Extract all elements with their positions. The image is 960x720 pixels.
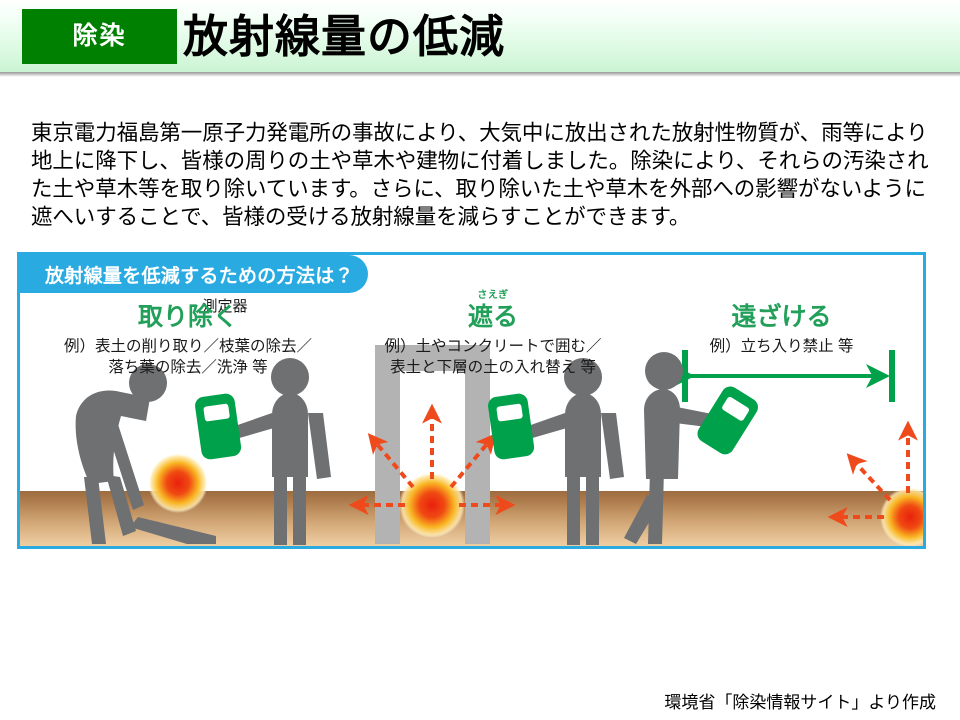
intro-line-3: た土や草木等を取り除いています。さらに、取り除いた土や草木を外部への影響がないよ… [31,177,926,201]
intro-line-4: 遮へいすることで、皆様の受ける放射線量を減らすことができます。 [31,205,691,229]
distance-dimension-arrow [671,350,895,402]
ruby-reading-shield: さえぎ [477,290,509,301]
method-example-distance-line1: 例）立ち入り禁止 等 [709,338,854,356]
method-example-shield: 例）土やコンクリートで囲む／ 表土と下層の土の入れ替え 等 [338,336,648,378]
method-example-distance: 例）立ち入り禁止 等 [640,336,923,357]
page-title: 放射線量の低減 [183,10,506,62]
method-example-shield-line1: 例）土やコンクリートで囲む／ [384,338,602,356]
method-column-distance: 遠ざける 例）立ち入り禁止 等 [640,293,923,357]
method-column-remove: 取り除く 例）表土の削り取り／枝葉の除去／ 落ち葉の除去／洗浄 等 [28,293,348,378]
method-heading-distance: 遠ざける [731,303,832,331]
panel-tab-shape [20,255,368,293]
source-credit: 環境省「除染情報サイト」より作成 [664,693,936,712]
method-column-shield: さえぎ 遮る 例）土やコンクリートで囲む／ 表土と下層の土の入れ替え 等 [338,290,648,378]
ground-band [20,491,923,546]
method-example-remove-line1: 例）表土の削り取り／枝葉の除去／ [63,338,312,356]
header-shadow-divider [0,72,960,77]
method-heading-remove: 取り除く [137,303,238,331]
method-heading-shield: さえぎ 遮る [338,290,648,331]
header-category-badge: 除染 [22,9,177,64]
intro-line-1: 東京電力福島第一原子力発電所の事故により、大気中に放出された放射性物質が、雨等に… [31,121,928,145]
panel-tab-label: 放射線量を低減するための方法は？ [45,265,354,287]
intro-paragraph: 東京電力福島第一原子力発電所の事故により、大気中に放出された放射性物質が、雨等に… [31,119,933,231]
method-example-remove-line2: 落ち葉の除去／洗浄 等 [108,359,268,377]
ruby-group-shield: さえぎ 遮る [467,290,518,331]
detector-device-1 [195,393,242,460]
detector-device-3 [697,386,758,455]
method-example-shield-line2: 表土と下層の土の入れ替え 等 [390,359,596,377]
detector-device-2 [488,393,535,460]
method-heading-shield-text: 遮る [467,303,518,331]
methods-panel: 測定器 [17,252,926,549]
intro-line-2: 地上に降下し、皆様の周りの土や草木や建物に付着しました。除染により、それらの汚染… [31,149,929,173]
method-example-remove: 例）表土の削り取り／枝葉の除去／ 落ち葉の除去／洗浄 等 [28,336,348,378]
